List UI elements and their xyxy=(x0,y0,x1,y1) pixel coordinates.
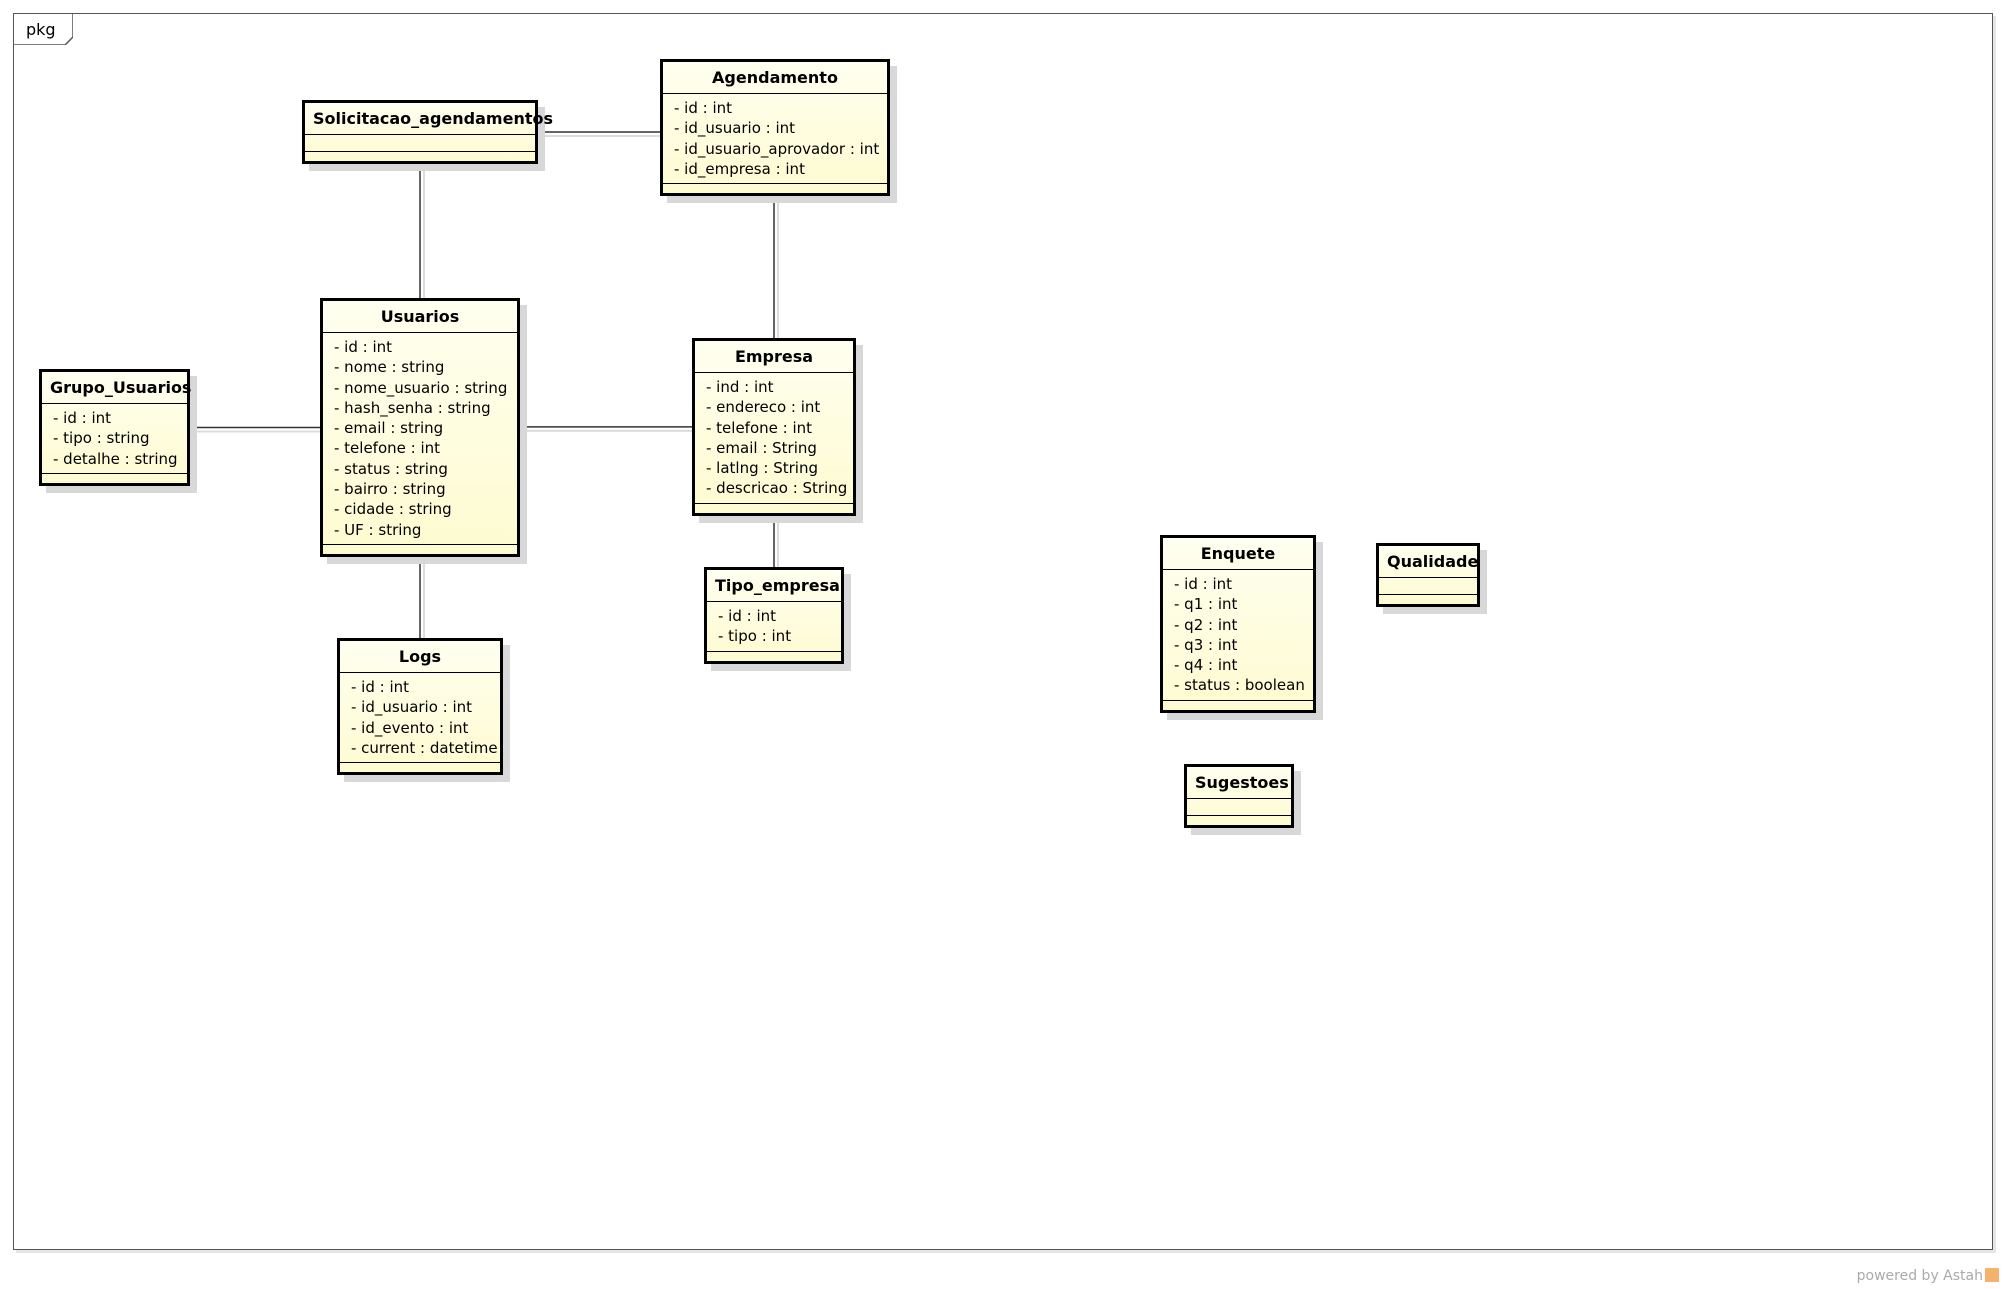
class-attributes: - id : int - tipo : string- detalhe : str… xyxy=(42,404,187,474)
class-sugestoes[interactable]: Sugestoes xyxy=(1184,764,1294,828)
class-name: Tipo_empresa xyxy=(707,570,841,602)
class-attribute: - descricao : String xyxy=(706,479,848,498)
class-attribute: - id : int xyxy=(1174,575,1233,593)
class-logs[interactable]: Logs - id : int - id_usuario : int- id_ev… xyxy=(337,638,503,776)
class-attribute: - latlng : String xyxy=(706,459,818,478)
class-qualidade[interactable]: Qualidade xyxy=(1376,543,1480,607)
class-agendamento[interactable]: Agendamento - id : int - id_usuario : int… xyxy=(660,59,890,197)
class-attribute: - email : String xyxy=(706,438,817,457)
class-attribute: - q3 : int xyxy=(1174,635,1238,654)
class-attribute: - status : boolean xyxy=(1174,676,1305,695)
class-operations xyxy=(695,504,853,513)
class-name: Agendamento xyxy=(663,62,887,94)
class-empresa[interactable]: Empresa - ind : int - endereco : int- tel… xyxy=(692,338,856,516)
class-name: Solicitacao_agendamentos xyxy=(305,103,553,135)
class-attributes: - id : int - id_usuario : int- id_evento … xyxy=(340,673,500,764)
class-attribute: - id_empresa : int xyxy=(674,159,805,178)
class-attribute: - nome : string xyxy=(334,358,445,377)
class-attribute: - id : int xyxy=(674,99,733,117)
class-attribute: - nome_usuario : string xyxy=(334,378,508,397)
class-attributes xyxy=(305,135,535,152)
class-attribute: - detalhe : string xyxy=(53,449,178,468)
class-name: Logs xyxy=(340,641,500,673)
class-operations xyxy=(1187,816,1291,825)
class-operations xyxy=(305,152,535,161)
class-grupo-usuarios[interactable]: Grupo_Usuarios - id : int - tipo : string… xyxy=(39,369,191,486)
class-attribute: - telefone : int xyxy=(706,418,813,437)
class-attributes: - id : int - tipo : int xyxy=(707,602,841,652)
class-name: Usuarios xyxy=(323,301,517,333)
astah-watermark: powered by Astah xyxy=(1857,1268,1999,1284)
class-attribute: - endereco : int xyxy=(706,398,821,417)
class-operations xyxy=(663,184,887,193)
class-name: Grupo_Usuarios xyxy=(42,372,191,404)
class-enquete[interactable]: Enquete - id : int- q1 : int- q2 : int- … xyxy=(1160,535,1316,713)
class-attribute: - id : int xyxy=(718,607,777,625)
class-attribute: - q4 : int xyxy=(1174,656,1238,675)
class-attribute: - hash_senha : string xyxy=(334,398,491,417)
class-operations xyxy=(1163,701,1313,710)
class-operations xyxy=(340,763,500,772)
class-name: Empresa xyxy=(695,341,853,373)
class-attributes: - id : int - id_usuario : int- id_usuario… xyxy=(663,94,887,185)
class-attribute: - tipo : string xyxy=(53,429,150,448)
class-operations xyxy=(707,652,841,661)
class-name: Enquete xyxy=(1163,538,1313,570)
class-attributes: - id : int - nome : string- nome_usuario … xyxy=(323,333,517,545)
class-attribute: - status : string xyxy=(334,459,448,478)
class-attributes xyxy=(1187,799,1291,816)
class-operations xyxy=(42,474,187,483)
class-attribute: - tipo : int xyxy=(718,627,792,646)
class-attributes xyxy=(1379,578,1477,595)
class-attribute: - ind : int xyxy=(706,378,774,396)
class-name: Qualidade xyxy=(1379,546,1478,578)
class-attributes: - ind : int - endereco : int- telefone : … xyxy=(695,373,853,504)
package-label: pkg xyxy=(26,20,56,39)
astah-logo-icon xyxy=(1985,1268,1999,1282)
class-attribute: - cidade : string xyxy=(334,500,452,519)
class-operations xyxy=(323,545,517,554)
class-attribute: - id_usuario : int xyxy=(351,698,473,717)
class-usuarios[interactable]: Usuarios - id : int - nome : string- nome… xyxy=(320,298,520,557)
class-attribute: - id : int xyxy=(53,409,112,427)
class-attribute: - bairro : string xyxy=(334,480,446,499)
class-name: Sugestoes xyxy=(1187,767,1291,799)
class-attribute: - q2 : int xyxy=(1174,615,1238,634)
class-attributes: - id : int - q1 : int- q2 : int- q3 : int… xyxy=(1163,570,1313,701)
class-attribute: - telefone : int xyxy=(334,439,441,458)
class-attribute: - id_usuario : int xyxy=(674,119,796,138)
class-attribute: - id_usuario_aprovador : int xyxy=(674,139,880,158)
class-attribute: - id_evento : int xyxy=(351,718,469,737)
class-attribute: - email : string xyxy=(334,419,444,438)
class-attribute: - UF : string xyxy=(334,520,422,539)
class-attribute: - id : int xyxy=(351,678,410,696)
class-attribute: - id : int xyxy=(334,338,393,356)
class-attribute: - current : datetime xyxy=(351,738,498,757)
watermark-text: powered by Astah xyxy=(1856,1268,1983,1284)
package-tab xyxy=(13,13,73,45)
class-tipo-empresa[interactable]: Tipo_empresa - id : int - tipo : int xyxy=(704,567,844,664)
class-attribute: - q1 : int xyxy=(1174,595,1238,614)
class-solicitacao-agendamentos[interactable]: Solicitacao_agendamentos xyxy=(302,100,553,164)
package-frame xyxy=(13,13,1993,1250)
class-operations xyxy=(1379,595,1477,604)
